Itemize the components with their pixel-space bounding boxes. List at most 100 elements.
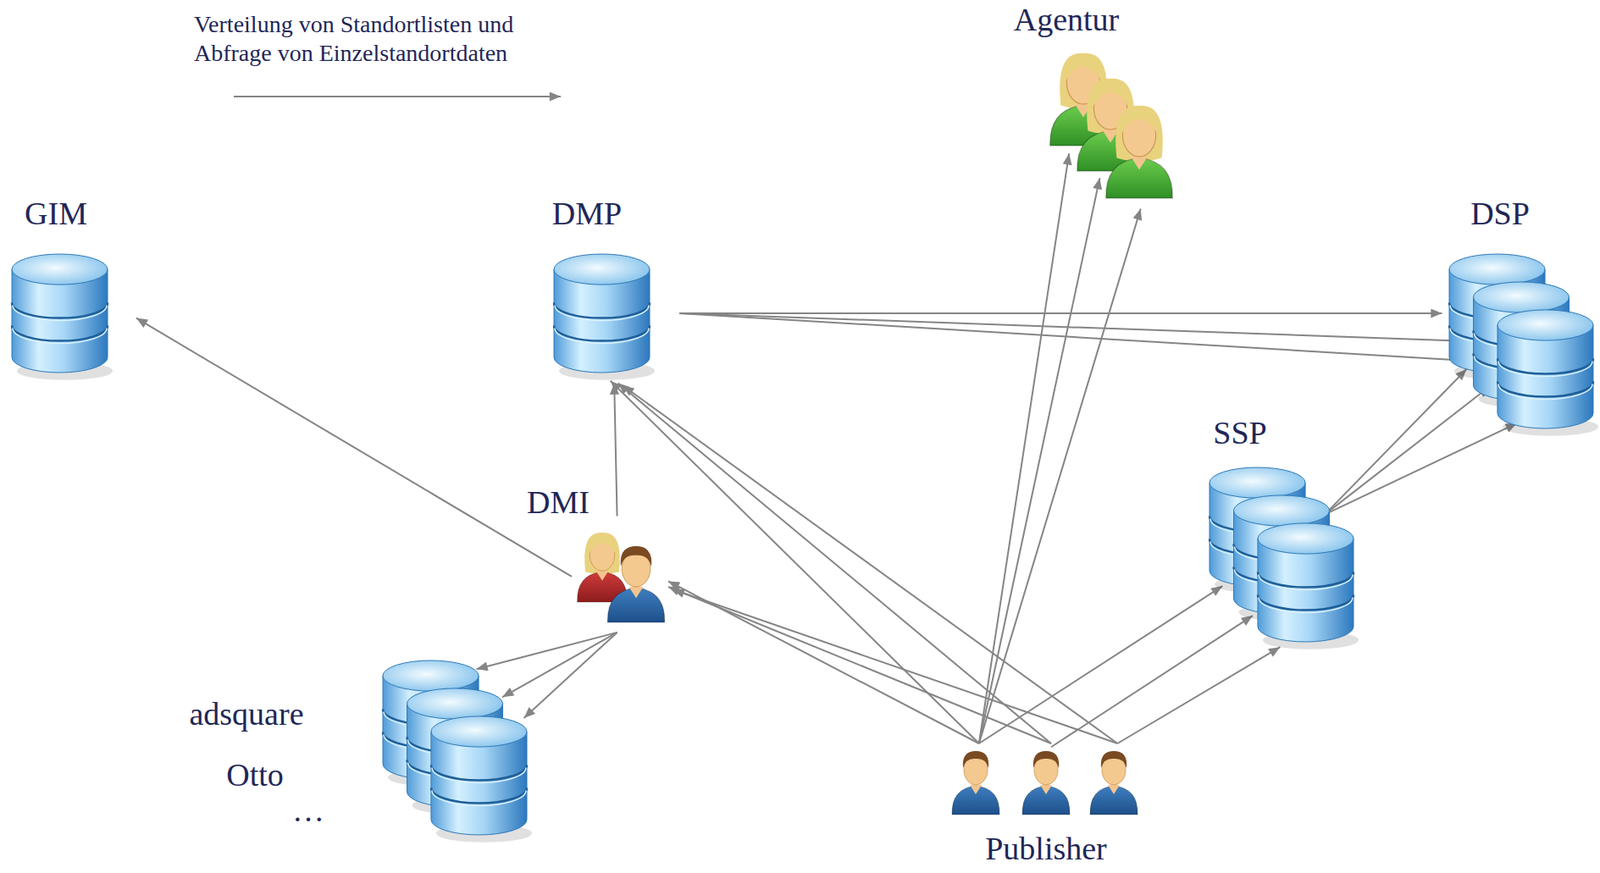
flow-arrow <box>1324 387 1490 515</box>
flow-arrow <box>979 153 1069 744</box>
node-icon <box>1449 254 1594 429</box>
cylinder-band-highlight <box>1498 384 1593 400</box>
flow-arrow <box>679 313 1493 363</box>
database-stack-node: SSP <box>1207 413 1356 644</box>
flow-arrow <box>668 586 1052 744</box>
legend: Verteilung von Standortlisten und Abfrag… <box>193 10 593 67</box>
flow-arrow <box>622 385 1118 744</box>
node-label: … <box>292 792 325 831</box>
cylinder-band-highlight <box>12 328 107 344</box>
node-icon <box>553 254 650 373</box>
node-icon <box>11 254 108 373</box>
node-icon <box>948 743 1139 816</box>
hair <box>588 535 616 554</box>
icon-art <box>1209 467 1359 650</box>
node-icon <box>382 660 527 836</box>
hair <box>620 546 653 567</box>
database-cylinder <box>431 716 532 843</box>
flow-arrow <box>618 383 1052 744</box>
cylinder-band-highlight <box>12 305 107 322</box>
legend-arrow-sample <box>233 95 561 98</box>
neck <box>596 570 609 582</box>
cylinder-top <box>553 254 650 285</box>
database-stack-node: DSP <box>1447 193 1595 431</box>
icon-art <box>1050 53 1173 199</box>
cylinder-band-highlight <box>1258 597 1353 614</box>
database-cylinder <box>1257 523 1359 650</box>
cylinder-top <box>1209 467 1306 499</box>
cylinder-band-highlight <box>431 791 526 807</box>
flow-arrow <box>673 589 1119 744</box>
neck <box>1107 785 1120 795</box>
cylinder-top <box>1472 282 1569 313</box>
node-label: GIM <box>24 195 88 233</box>
person-figure <box>1090 751 1138 815</box>
database-cylinder <box>553 254 655 381</box>
icon-art <box>382 660 532 843</box>
cylinder-band-highlight <box>554 305 649 322</box>
database-stack-node: adsquareOtto… <box>187 658 529 837</box>
cylinder-band-highlight <box>431 767 526 783</box>
flow-arrow <box>1117 647 1280 744</box>
body <box>1022 786 1070 815</box>
icon-art <box>952 751 1138 815</box>
icon-art <box>553 254 655 381</box>
node-label: Publisher <box>985 830 1108 869</box>
database-cylinder <box>11 254 113 381</box>
hair <box>584 532 621 575</box>
flow-arrow <box>979 586 1223 744</box>
flow-arrow <box>610 381 980 744</box>
hair <box>1092 82 1129 107</box>
icon-art <box>1449 254 1599 437</box>
node-label: SSP <box>1212 415 1267 453</box>
node-label: DSP <box>1470 195 1530 233</box>
person-figure <box>607 546 665 623</box>
cylinder-top <box>1449 254 1545 285</box>
cylinder-top <box>406 688 503 720</box>
cylinder-band-highlight <box>554 328 649 344</box>
agency-node: Agentur <box>1012 0 1181 206</box>
node-icon <box>1209 467 1354 643</box>
database-node: GIM <box>10 193 110 375</box>
database-node: DMP <box>550 193 652 375</box>
node-label: Agentur <box>1013 1 1120 39</box>
cylinder-top <box>11 254 108 285</box>
cylinder-band-highlight <box>1498 360 1593 377</box>
flow-arrow <box>979 208 1141 744</box>
neck <box>969 785 982 795</box>
node-label: Otto <box>226 757 284 795</box>
hair <box>1115 105 1163 162</box>
node-label: DMP <box>552 195 622 233</box>
person-figure <box>952 751 1000 815</box>
body <box>952 786 1000 815</box>
cylinder-top <box>1257 523 1354 554</box>
neck <box>1130 156 1148 170</box>
neck <box>1040 785 1052 795</box>
flow-arrow <box>614 383 617 517</box>
flow-arrow <box>524 632 618 719</box>
body <box>1090 786 1138 815</box>
hair <box>963 751 989 769</box>
hair <box>1101 751 1127 769</box>
node-label: DMI <box>526 484 590 522</box>
flow-arrow <box>502 632 617 698</box>
node-label: adsquare <box>188 696 304 734</box>
person-figure <box>577 532 628 603</box>
cylinder-top <box>431 716 527 748</box>
cylinder-top <box>1233 495 1329 526</box>
hair <box>1033 751 1059 769</box>
cylinder-top <box>1497 310 1594 341</box>
node-icon <box>1051 50 1180 205</box>
people-node: DMI <box>525 482 670 626</box>
publisher-node: Publisher <box>946 741 1141 870</box>
icon-art <box>577 532 665 623</box>
node-icon <box>571 531 669 625</box>
hair <box>1065 56 1102 82</box>
neck <box>629 586 644 598</box>
database-cylinder <box>1497 310 1599 437</box>
flow-arrow <box>1324 369 1467 515</box>
flow-arrow <box>1324 423 1517 515</box>
